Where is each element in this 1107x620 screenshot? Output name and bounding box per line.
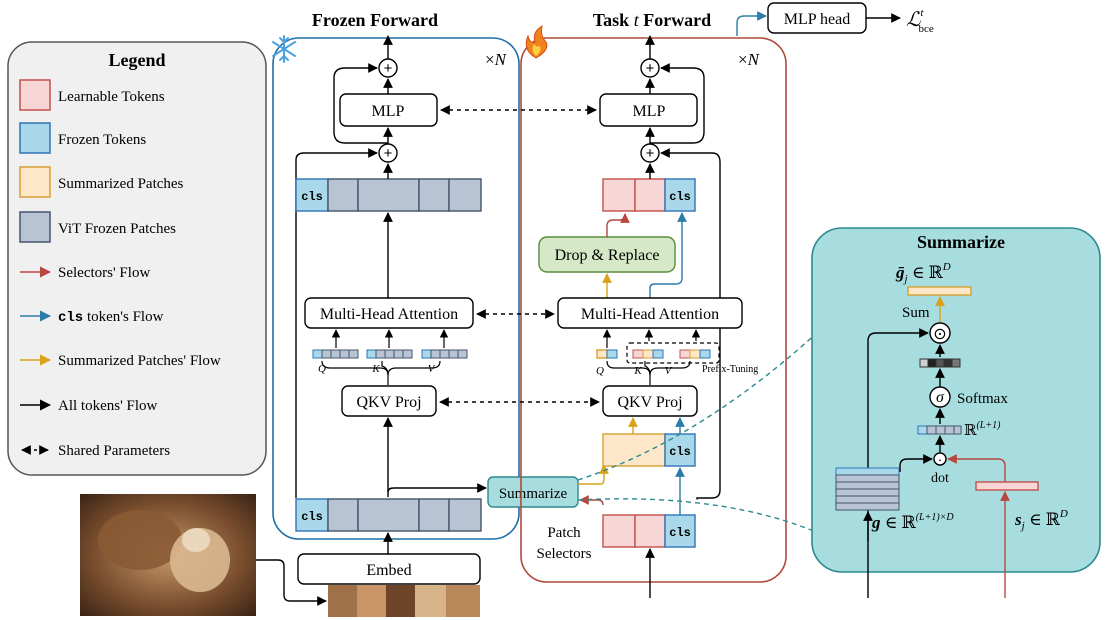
task-v-label: V: [665, 365, 673, 377]
s-label: sj ∈ ℝD: [1014, 508, 1068, 532]
summarize-panel-title: Summarize: [917, 232, 1005, 252]
prefix-tuning-dashed-box: [626, 342, 720, 364]
frozen-upper-cls-token: cls: [301, 190, 323, 204]
task-mlp-label: MLP: [633, 103, 666, 120]
embed-box: [297, 553, 481, 585]
input-patches: [328, 585, 480, 617]
dot-label: dot: [931, 471, 949, 486]
task-upper-cls-token: cls: [669, 190, 691, 204]
summarize-button[interactable]: [487, 476, 579, 508]
frozen-forward-title: Frozen Forward: [312, 10, 438, 30]
odot-icon: [929, 322, 951, 344]
s-vector: [975, 481, 1039, 491]
logits-vector: [917, 425, 962, 435]
frozen-qkv-label: QKV Proj: [356, 394, 421, 411]
frozen-top-plus-sign: +: [384, 60, 393, 77]
summarized-patch-swatch-icon: [19, 166, 51, 198]
legend-learnable-label: Learnable Tokens: [58, 89, 165, 105]
legend-vit-label: ViT Frozen Patches: [58, 221, 176, 237]
legend-title: Legend: [108, 50, 165, 70]
drop-replace-label: Drop & Replace: [555, 247, 660, 264]
sum-label: Sum: [902, 305, 930, 321]
legend-all-tokens-label: All tokens' Flow: [58, 398, 158, 414]
task-mid-cls-token: cls: [669, 445, 691, 459]
task-summarized-token-row: cls: [602, 433, 696, 467]
gbar-vector: [907, 286, 972, 296]
task-top-plus-sign: +: [646, 60, 655, 77]
learnable-token-swatch-icon: [19, 79, 51, 111]
dot-product-sign: ·: [938, 451, 943, 467]
legend-summarized-label: Summarized Patches: [58, 176, 184, 192]
task-k-label: K: [633, 365, 642, 377]
task-lower-cls-token: cls: [669, 526, 691, 540]
frozen-q-tokens: [312, 349, 359, 359]
legend-panel: Legend Learnable Tokens Frozen Tokens Su…: [7, 41, 267, 476]
prefix-tuning-label: Prefix-Tuning: [702, 364, 758, 375]
input-image: [80, 494, 256, 616]
snowflake-icon: [272, 35, 296, 63]
frozen-mha-label: Multi-Head Attention: [320, 306, 458, 323]
task-forward-title: Task t Forward: [593, 10, 711, 30]
summarize-panel: Summarize ḡj ∈ ℝD Sum ⊙ σ Softmax ℝ(L+1): [811, 227, 1101, 598]
g-label: g ∈ ℝ(L+1)×D: [871, 512, 954, 532]
task-forward-panel: Task t Forward ×N + MLP + cls Drop: [520, 10, 787, 598]
patch-selectors-token-row: cls: [602, 514, 696, 548]
softmax-weights: [919, 358, 961, 368]
dot-product-icon: [933, 452, 947, 466]
task-qkv-label: QKV Proj: [617, 394, 682, 411]
legend-shared-label: Shared Parameters: [58, 443, 170, 459]
legend-cls-label: cls token's Flow: [58, 309, 164, 326]
summarize-zoom-connector-bottom: [577, 498, 831, 539]
frozen-mid-plus-sign: +: [384, 145, 393, 162]
task-mid-plus-sign: +: [646, 145, 655, 162]
task-times-n: ×N: [738, 50, 761, 69]
summarize-button-label: Summarize: [499, 486, 568, 502]
task-upper-token-row: cls: [602, 178, 696, 212]
patch-selectors-label-2: Selectors: [537, 546, 592, 562]
frozen-times-n: ×N: [485, 50, 508, 69]
legend-frozen-label: Frozen Tokens: [58, 132, 146, 148]
odot-sign: ⊙: [933, 326, 946, 343]
task-q-label: Q: [596, 365, 604, 377]
frozen-k-label: K: [371, 363, 380, 375]
task-mlp-box: [599, 93, 698, 127]
frozen-lower-token-row: cls: [295, 498, 482, 532]
task-qkv-box: [602, 385, 698, 417]
frozen-k-tokens: [366, 349, 413, 359]
g-matrix: [835, 467, 900, 511]
frozen-lower-cls-token: cls: [301, 510, 323, 524]
legend-selectors-label: Selectors' Flow: [58, 265, 150, 281]
frozen-v-tokens: [421, 349, 468, 359]
frozen-qkv-box: [341, 385, 437, 417]
legend-summarized-flow-label: Summarized Patches' Flow: [58, 353, 221, 369]
frozen-forward-panel: Frozen Forward ×N + MLP + cls: [272, 10, 520, 585]
task-mha-box: [557, 297, 743, 329]
frozen-mha-box: [304, 297, 474, 329]
task-q-tokens: [596, 349, 618, 359]
gbar-label: ḡj ∈ ℝD: [895, 261, 951, 285]
softmax-label: Softmax: [957, 391, 1008, 407]
flame-icon: [525, 24, 548, 59]
mlp-head-label: MLP head: [784, 11, 851, 28]
frozen-v-label: V: [428, 363, 436, 375]
frozen-upper-token-row: cls: [295, 178, 482, 212]
sigma-icon: [929, 386, 951, 408]
task-mha-label: Multi-Head Attention: [581, 306, 719, 323]
patch-selectors-label-1: Patch: [547, 525, 581, 541]
summarize-zoom-connector-top: [577, 329, 821, 481]
vit-frozen-patch-swatch-icon: [19, 211, 51, 243]
frozen-q-label: Q: [318, 363, 326, 375]
frozen-token-swatch-icon: [19, 122, 51, 154]
frozen-mlp-label: MLP: [372, 103, 405, 120]
task-k-tokens: [632, 349, 664, 359]
task-v-tokens: [679, 349, 711, 359]
sigma-sign: σ: [936, 389, 945, 406]
rl-label: ℝ(L+1): [964, 420, 1001, 439]
embed-label: Embed: [366, 562, 411, 579]
